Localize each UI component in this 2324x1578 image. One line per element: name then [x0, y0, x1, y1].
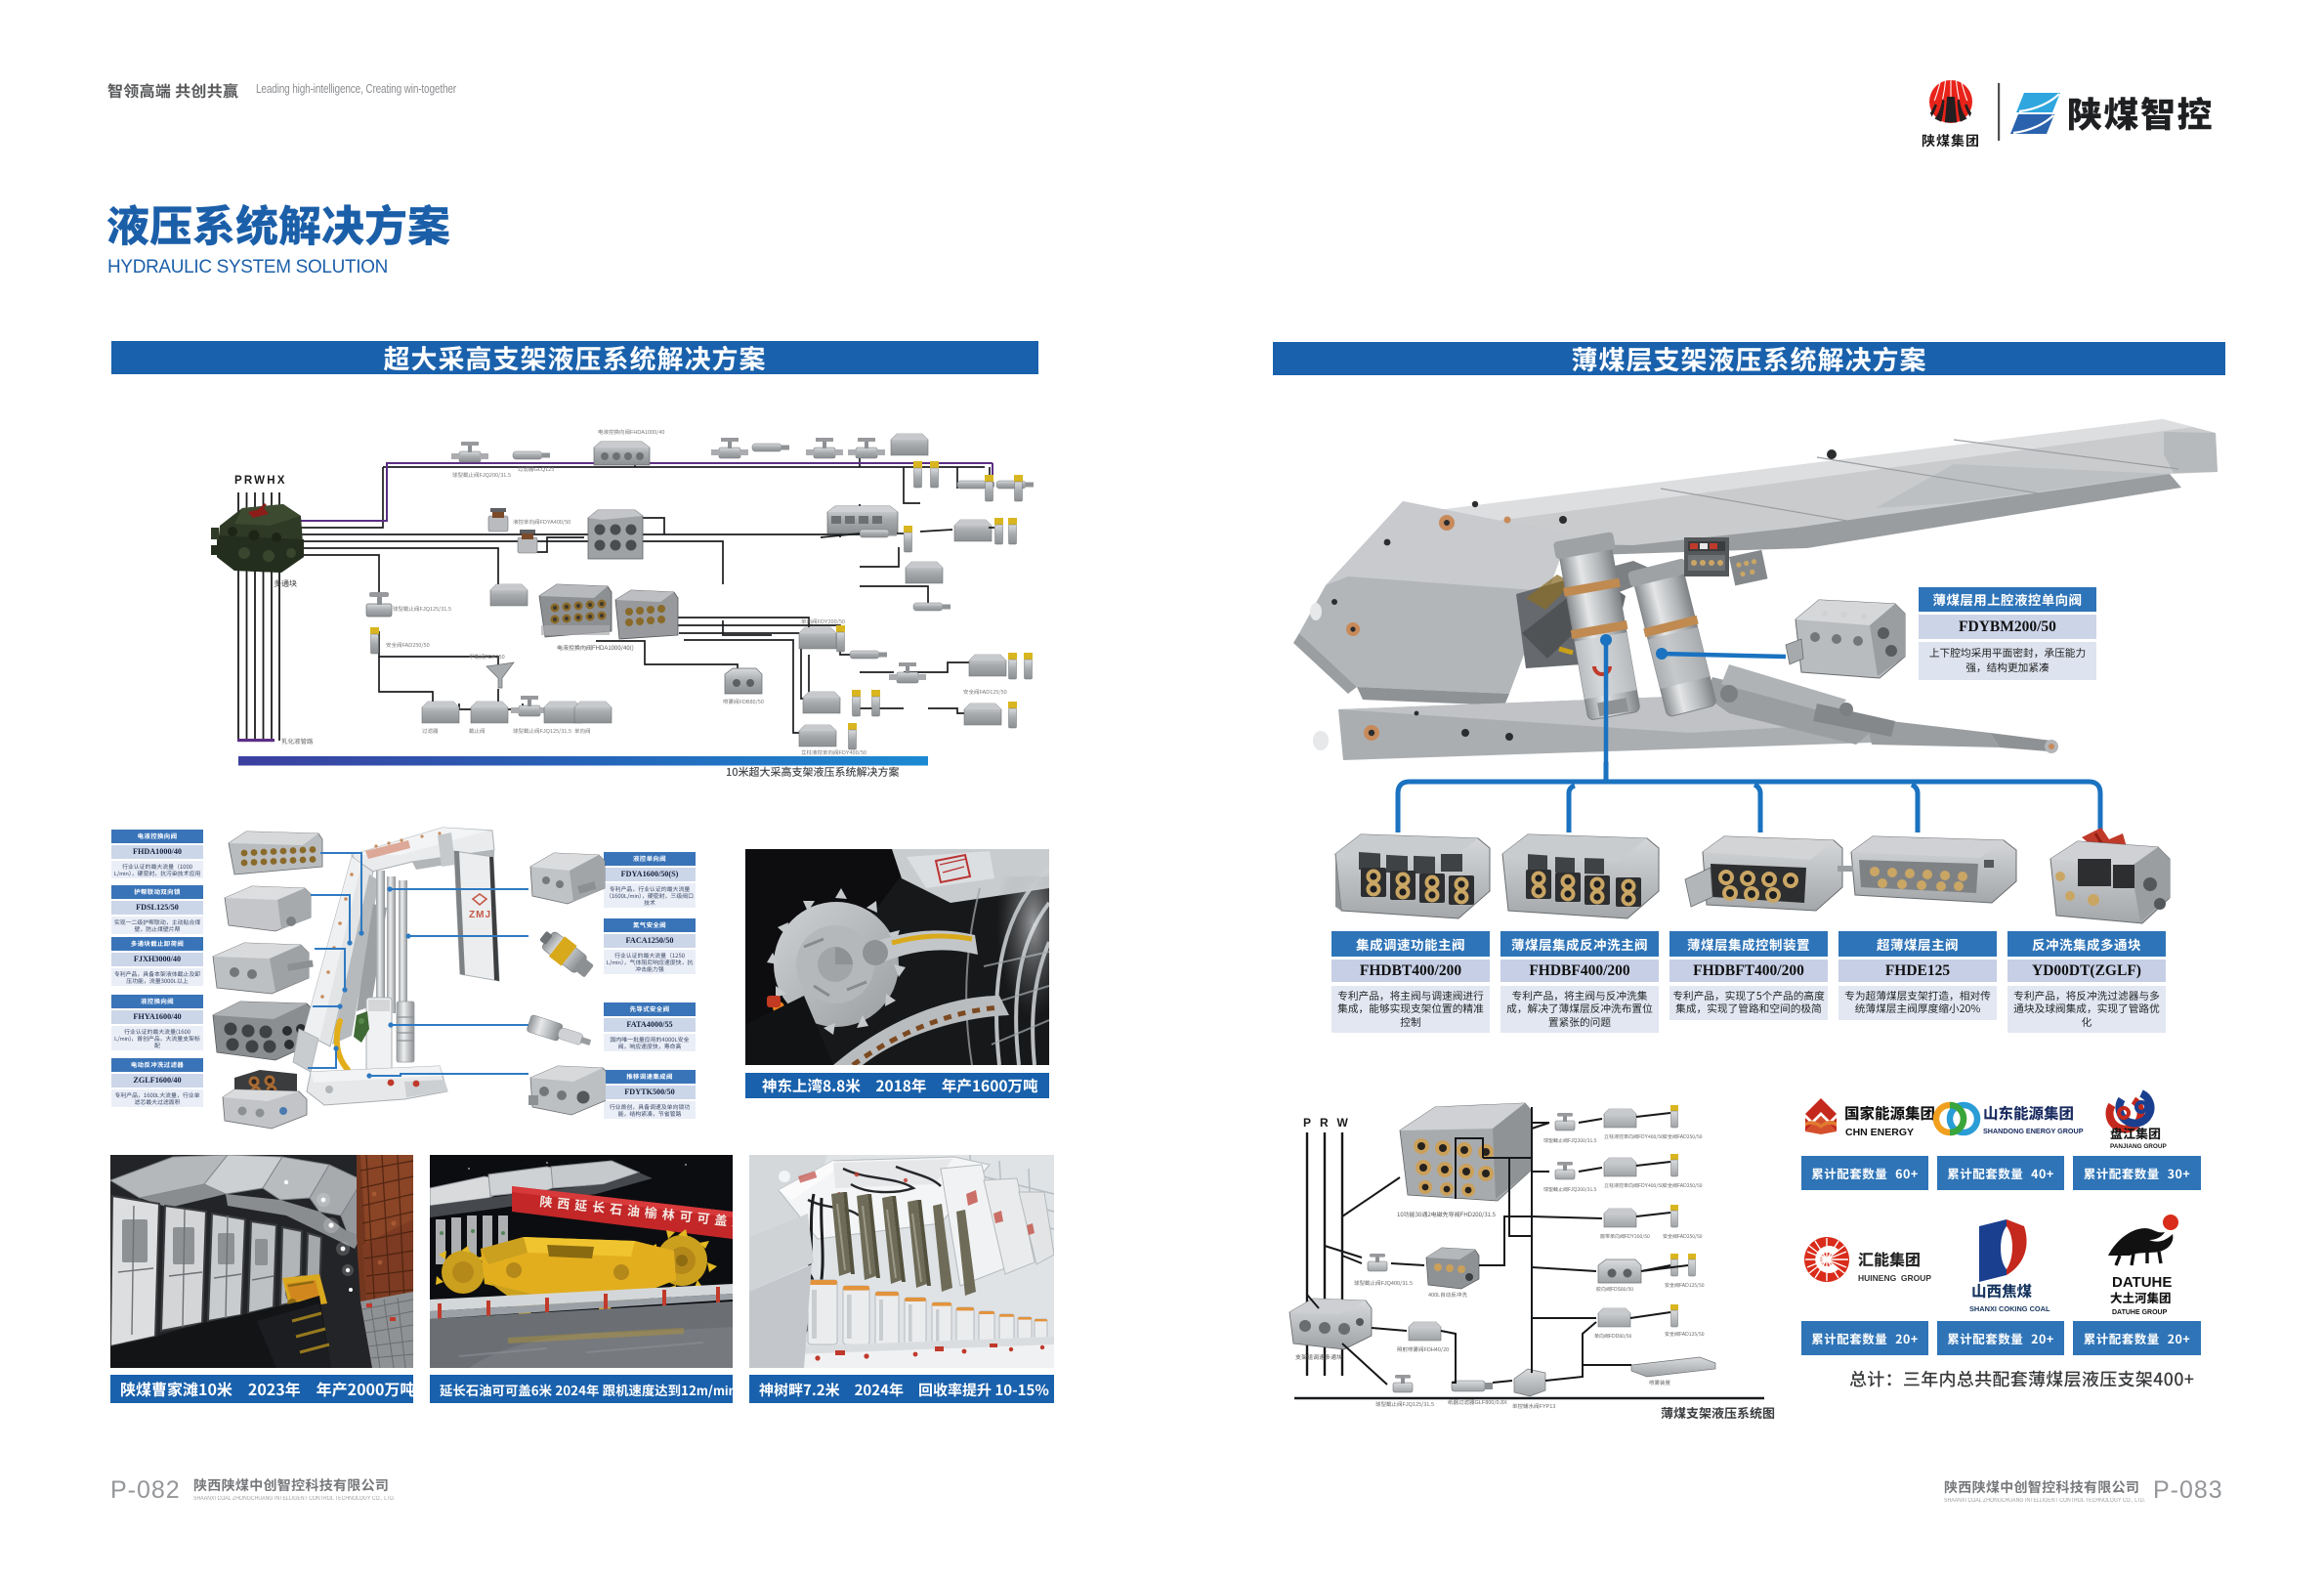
svg-text:安全阀FAD125/50: 安全阀FAD125/50 [1665, 1331, 1705, 1338]
svg-text:立柱液控单向阀FDY400/50: 立柱液控单向阀FDY400/50 [1604, 1182, 1664, 1189]
svg-text:球型截止阀FJQ200/31.5: 球型截止阀FJQ200/31.5 [452, 471, 511, 479]
svg-text:立柱液控单向阀FDY400/50: 立柱液控单向阀FDY400/50 [801, 748, 866, 756]
svg-text:单向阀FDD80/50: 单向阀FDD80/50 [1594, 1333, 1632, 1340]
svg-text:PRWHX: PRWHX [234, 472, 287, 488]
svg-text:单向阀FDY200/50: 单向阀FDY200/50 [801, 618, 845, 625]
svg-text:安全阀FAD125/50: 安全阀FAD125/50 [1665, 1282, 1705, 1289]
svg-text:截止阀: 截止阀 [469, 727, 486, 735]
svg-text:SHANXI COKING COAL: SHANXI COKING COAL [1969, 1304, 2050, 1313]
svg-text:乳化液管路: 乳化液管路 [281, 736, 314, 746]
svg-text:国家能源集团: 国家能源集团 [1844, 1102, 1935, 1124]
svg-text:10功能30通2电磁先导阀FHD200/31.5: 10功能30通2电磁先导阀FHD200/31.5 [1397, 1210, 1497, 1218]
svg-text:多通块: 多通块 [274, 578, 297, 589]
svg-text:安全阀FAD250/50: 安全阀FAD250/50 [1663, 1233, 1703, 1240]
svg-text:PANJIANG GROUP: PANJIANG GROUP [2110, 1143, 2167, 1150]
svg-text:400L自动反冲洗: 400L自动反冲洗 [1428, 1291, 1467, 1299]
svg-text:平衡阀FDP150: 平衡阀FDP150 [469, 653, 505, 661]
svg-text:山东能源集团: 山东能源集团 [1983, 1102, 2074, 1124]
svg-text:安全阀FAD125/50: 安全阀FAD125/50 [963, 688, 1007, 696]
svg-text:HUINENG GROUP: HUINENG GROUP [1858, 1273, 1931, 1283]
svg-text:10米超大采高支架液压系统解决方案: 10米超大采高支架液压系统解决方案 [726, 764, 900, 780]
svg-text:纸器过滤器GLF800/0.8X: 纸器过滤器GLF800/0.8X [1448, 1398, 1507, 1406]
svg-text:ZMJ: ZMJ [469, 906, 491, 920]
svg-text:球型截止阀FJQ125/31.5: 球型截止阀FJQ125/31.5 [513, 727, 571, 735]
svg-text:陕煤集团: 陕煤集团 [1922, 131, 1980, 150]
svg-text:SHANDONG ENERGY GROUP: SHANDONG ENERGY GROUP [1983, 1127, 2084, 1135]
svg-text:单控辅水阀FYP13: 单控辅水阀FYP13 [1512, 1402, 1555, 1410]
svg-text:照射喷雾阀FDH40/20: 照射喷雾阀FDH40/20 [1397, 1345, 1449, 1353]
svg-text:过滤器: 过滤器 [422, 727, 439, 735]
svg-text:球型截止阀FJQ125/31.5: 球型截止阀FJQ125/31.5 [1375, 1400, 1434, 1408]
svg-text:薄煤支架液压系统图: 薄煤支架液压系统图 [1661, 1403, 1775, 1422]
svg-text:喷雾装置: 喷雾装置 [1649, 1379, 1671, 1386]
svg-text:盘江集团: 盘江集团 [2110, 1124, 2161, 1142]
svg-text:安全阀FAD250/50: 安全阀FAD250/50 [1663, 1133, 1703, 1140]
svg-text:喷雾阀FDB80/50: 喷雾阀FDB80/50 [723, 698, 764, 705]
svg-text:支架组调速多通块: 支架组调速多通块 [1295, 1352, 1342, 1361]
svg-text:PRW: PRW [1303, 1114, 1357, 1130]
svg-text:安全阀FAD250/50: 安全阀FAD250/50 [386, 641, 430, 649]
svg-text:CHN ENERGY: CHN ENERGY [1845, 1127, 1914, 1138]
svg-text:陕煤智控: 陕煤智控 [2067, 87, 2214, 138]
svg-text:汇能集团: 汇能集团 [1858, 1247, 1921, 1270]
svg-text:胶向阀FDS80/50: 胶向阀FDS80/50 [1596, 1286, 1633, 1293]
svg-text:大土河集团: 大土河集团 [2110, 1288, 2172, 1306]
svg-text:立柱液控单向阀FDY400/50: 立柱液控单向阀FDY400/50 [1604, 1133, 1664, 1140]
svg-text:球型截止阀FJQ125/31.5: 球型截止阀FJQ125/31.5 [393, 605, 451, 613]
svg-text:单向阀: 单向阀 [574, 727, 591, 735]
svg-text:球型截止阀FJQ400/31.5: 球型截止阀FJQ400/31.5 [1354, 1279, 1413, 1287]
svg-text:DATUHE GROUP: DATUHE GROUP [2112, 1309, 2168, 1316]
svg-text:球型截止阀FJQ200/31.5: 球型截止阀FJQ200/31.5 [1543, 1186, 1597, 1193]
svg-text:液控单向阀FDYA400/50: 液控单向阀FDYA400/50 [513, 518, 570, 526]
svg-text:履带单向阀FDY200/50: 履带单向阀FDY200/50 [1600, 1233, 1650, 1240]
svg-text:山西焦煤: 山西焦煤 [1971, 1280, 2033, 1301]
svg-text:DATUHE: DATUHE [2112, 1274, 2172, 1291]
svg-text:过滤器GLQ125: 过滤器GLQ125 [518, 465, 554, 473]
svg-text:安全阀FAD250/50: 安全阀FAD250/50 [1663, 1182, 1703, 1189]
svg-text:电液控换向阀FHDA1000/40: 电液控换向阀FHDA1000/40 [598, 428, 664, 436]
svg-text:球型截止阀FJQ200/31.5: 球型截止阀FJQ200/31.5 [1543, 1137, 1597, 1144]
svg-text:电液控换向阀FHDA1000/40(): 电液控换向阀FHDA1000/40() [557, 643, 634, 652]
